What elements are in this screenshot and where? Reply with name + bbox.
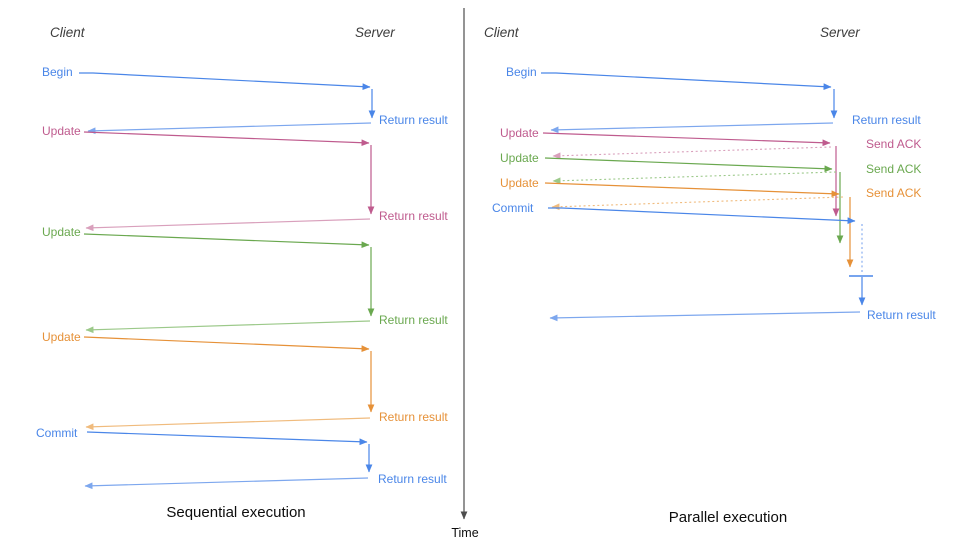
request-label-update-1: Update — [42, 124, 81, 138]
panel-title-sequential: Sequential execution — [166, 504, 305, 521]
response-line — [550, 122, 834, 134]
request-label-update-3: Update — [42, 330, 81, 344]
server-header: Server — [355, 25, 395, 40]
request-label-commit: Commit — [492, 201, 534, 215]
request-label-begin: Begin — [42, 65, 73, 79]
client-header: Client — [484, 25, 520, 40]
right-panel: Client Server Begin Return result Update… — [484, 25, 936, 526]
response-label-send-ack: Send ACK — [866, 137, 921, 151]
request-line-commit — [86, 431, 368, 446]
ack-dotted-line — [552, 146, 832, 160]
request-label-commit: Commit — [36, 426, 78, 440]
request-label-update-2: Update — [42, 225, 81, 239]
request-line-begin — [79, 72, 371, 91]
panel-title-parallel: Parallel execution — [669, 509, 787, 526]
response-label-return-result: Return result — [852, 113, 921, 127]
response-label-send-ack: Send ACK — [866, 186, 921, 200]
request-label-update-3: Update — [500, 176, 539, 190]
response-label-return-result: Return result — [379, 313, 448, 327]
client-header: Client — [50, 25, 86, 40]
request-line-update-1 — [542, 132, 831, 147]
response-line — [85, 417, 371, 431]
request-label-begin: Begin — [506, 65, 537, 79]
request-line-update-1 — [83, 131, 370, 147]
ack-dotted-line — [552, 171, 837, 185]
response-line — [85, 218, 371, 232]
response-label-return-result: Return result — [379, 410, 448, 424]
response-line — [85, 320, 371, 334]
response-line — [87, 122, 372, 135]
request-line-update-2 — [83, 233, 370, 249]
request-line-update-2 — [544, 157, 833, 173]
response-label-return-result: Return result — [379, 209, 448, 223]
response-line — [549, 311, 861, 322]
response-label-send-ack: Send ACK — [866, 162, 921, 176]
ack-dotted-line — [551, 196, 844, 211]
server-header: Server — [820, 25, 860, 40]
request-line-update-3 — [83, 336, 370, 353]
request-line-update-3 — [544, 182, 840, 198]
response-label-return-result: Return result — [378, 472, 447, 486]
response-label-return-result: Return result — [379, 113, 448, 127]
response-line — [84, 477, 369, 490]
request-label-update-2: Update — [500, 151, 539, 165]
request-line-commit — [548, 207, 856, 225]
left-panel: Client Server Begin Return result Update… — [36, 25, 448, 521]
time-axis: Time — [451, 8, 479, 540]
request-line-begin — [541, 72, 832, 91]
request-label-update-1: Update — [500, 126, 539, 140]
time-axis-label: Time — [451, 526, 478, 540]
response-label-return-result: Return result — [867, 308, 936, 322]
